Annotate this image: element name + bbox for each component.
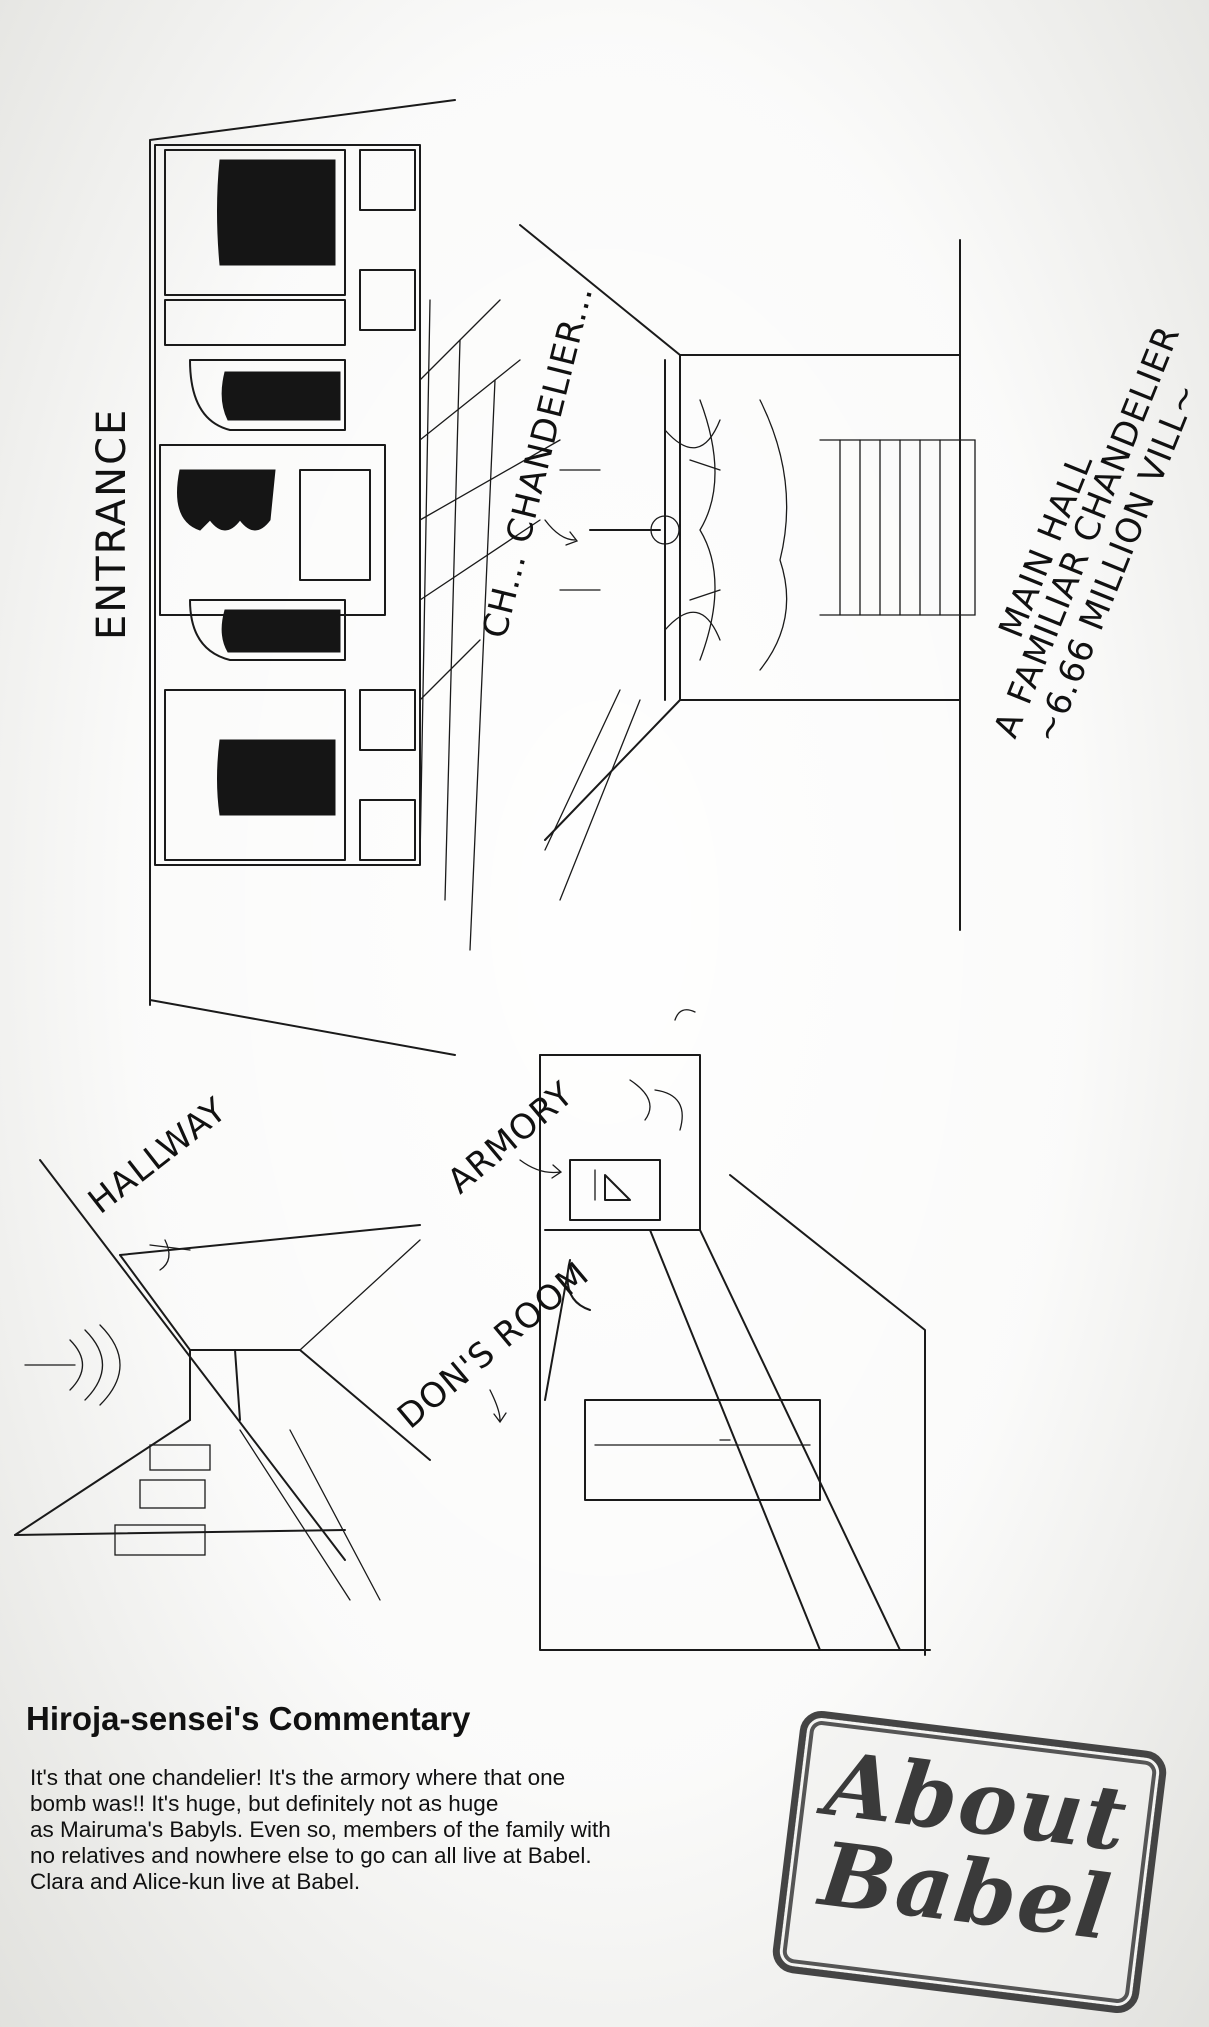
commentary-line: Clara and Alice-kun live at Babel.: [30, 1869, 361, 1894]
commentary-line: no relatives and nowhere else to go can …: [30, 1843, 592, 1868]
label-chandelier: CH... CHANDELIER...: [475, 281, 601, 642]
entrance-sketch: [149, 99, 561, 1056]
dons-room-arrow: [489, 1389, 507, 1424]
label-entrance: ENTRANCE: [89, 408, 135, 640]
commentary-line: bomb was!! It's huge, but definitely not…: [30, 1791, 499, 1816]
main-hall-sketch: [519, 224, 976, 931]
commentary-title: Hiroja-sensei's Commentary: [26, 1700, 471, 1737]
armory-arrow: [519, 1159, 563, 1179]
floorplan-sketches: ENTRANCE CH... CHANDELIER... MAIN HALL A…: [14, 99, 1207, 1656]
commentary-line: It's that one chandelier! It's the armor…: [30, 1765, 566, 1790]
commentary-body: It's that one chandelier! It's the armor…: [30, 1765, 666, 1895]
chandelier-arrow: [544, 519, 579, 546]
label-hallway: HALLWAY: [81, 1090, 235, 1222]
commentary-line: as Mairuma's Babyls. Even so, members of…: [30, 1817, 611, 1842]
hallway-sketch: [14, 1159, 431, 1601]
about-babel-stamp: About Babel: [770, 1708, 1169, 2016]
label-armory: ARMORY: [440, 1074, 582, 1202]
armory-sketch: [539, 1009, 931, 1656]
label-dons-room: DON'S ROOM: [390, 1254, 597, 1437]
